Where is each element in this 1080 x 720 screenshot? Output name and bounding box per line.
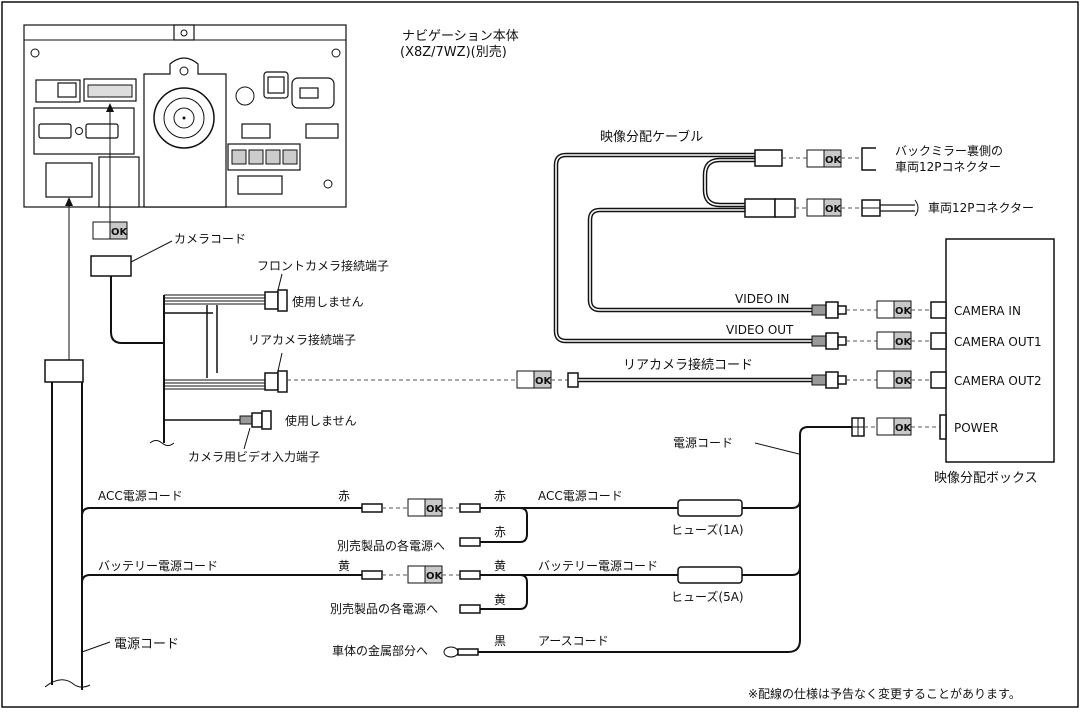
acc-branch-terminal-icon — [459, 537, 481, 547]
svg-text:OK: OK — [825, 155, 843, 166]
svg-text:OK: OK — [895, 337, 913, 348]
video-input-not-used-label: 使用しません — [285, 413, 357, 428]
ok-box-camera-out2: OK — [876, 370, 913, 389]
distribution-box-label: 映像分配ボックス — [934, 471, 1038, 486]
ok-box-mirror: OK — [806, 149, 843, 168]
ok-box-camera-out1: OK — [876, 331, 913, 350]
ok-box-power: OK — [876, 417, 913, 436]
vehicle-connector-label: 車両12Pコネクター — [928, 201, 1034, 215]
video-out-label: VIDEO OUT — [726, 323, 794, 337]
video-in-label: VIDEO IN — [735, 292, 789, 306]
battery-cord-right-label: バッテリー電源コード — [538, 559, 658, 573]
footnote: ※配線の仕様は予告なく変更することがあります。 — [748, 686, 1021, 701]
front-not-used-label: 使用しません — [292, 294, 364, 309]
power-harness-block — [44, 359, 84, 383]
ground-ring-terminal-icon — [443, 646, 479, 658]
svg-text:OK: OK — [895, 423, 913, 434]
camera-cord-label: カメラコード — [174, 232, 246, 246]
port-camera-out1: CAMERA OUT1 — [954, 335, 1042, 349]
ok-box-battery: OK — [407, 565, 444, 584]
port-camera-in: CAMERA IN — [954, 304, 1021, 318]
to-body-metal-label: 車体の金属部分へ — [332, 643, 428, 658]
front-camera-connector-icon — [264, 289, 288, 312]
fuse-5a-icon — [677, 566, 743, 584]
battery-cord-wire — [81, 574, 362, 584]
port-camera-out2: CAMERA OUT2 — [954, 374, 1042, 388]
camera-out1-port — [930, 332, 947, 350]
svg-text:OK: OK — [426, 504, 444, 515]
mirror-12p-connector-icon — [861, 147, 876, 171]
ok-box-vehicle: OK — [806, 198, 843, 217]
rca-plug-video-out-icon — [811, 332, 847, 350]
ok-box-rear-camera: OK — [516, 370, 553, 389]
acc-red-branch: 赤 — [494, 525, 506, 539]
battery-branch-terminal-icon — [459, 604, 481, 614]
rca-plug-video-in-icon — [811, 301, 847, 319]
nav-power-arrow-head — [65, 197, 73, 206]
fuse-1a-icon — [677, 499, 743, 517]
battery-to-other-products: 別売製品の各電源へ — [330, 601, 438, 616]
rear-camera-connector-icon — [264, 370, 288, 393]
acc-red-right: 赤 — [494, 489, 506, 503]
battery-yellow-right: 黄 — [494, 559, 506, 573]
box-power-cord-wire — [478, 426, 852, 653]
battery-yellow-left: 黄 — [338, 559, 350, 573]
nav-camera-arrow-head — [106, 103, 114, 112]
camera-cord-leader — [130, 240, 173, 263]
ok-box-camera-in: OK — [876, 300, 913, 319]
svg-text:OK: OK — [895, 306, 913, 317]
box-power-cord-label: 電源コード — [673, 436, 733, 450]
rca-plug-rear-camera-icon — [811, 371, 847, 389]
video-distribution-box — [945, 238, 1055, 463]
nav-unit-title-2: (X8Z/7WZ)(別売) — [400, 44, 507, 60]
battery-cord-left-label: バッテリー電源コード — [98, 559, 218, 573]
acc-female-terminal-icon — [361, 503, 383, 513]
svg-text:OK: OK — [895, 376, 913, 387]
ok-box-acc: OK — [407, 498, 444, 517]
fuse-5a-label: ヒューズ(5A) — [671, 589, 744, 604]
battery-yellow-branch: 黄 — [494, 593, 506, 607]
camera-harness — [149, 294, 265, 446]
acc-cord-left-label: ACC電源コード — [98, 489, 183, 503]
rear-camera-cord-plug-icon — [567, 372, 579, 388]
ok-box-camera-cord: OK — [92, 221, 129, 240]
ground-black-label: 黒 — [494, 634, 506, 648]
svg-text:OK: OK — [535, 376, 553, 387]
acc-to-other-products: 別売製品の各電源へ — [337, 538, 445, 553]
video-distribution-cable — [553, 152, 812, 344]
port-power: POWER — [954, 421, 998, 435]
camera-in-port — [930, 301, 947, 319]
video-cable-label: 映像分配ケーブル — [600, 129, 703, 145]
rear-camera-terminal-label: リアカメラ接続端子 — [248, 332, 356, 347]
video-input-terminal-label: カメラ用ビデオ入力端子 — [188, 449, 320, 464]
fuse-1a-label: ヒューズ(1A) — [671, 522, 744, 537]
vehicle-12p-connector-icon — [861, 199, 919, 217]
mirror-connector-label-1: バックミラー裏側の — [895, 143, 1003, 158]
acc-red-left: 赤 — [338, 489, 350, 503]
front-camera-terminal-label: フロントカメラ接続端子 — [257, 258, 389, 273]
mirror-connector-label-2: 車両12Pコネクター — [895, 160, 1001, 174]
acc-cord-right-label: ACC電源コード — [538, 489, 623, 503]
acc-cord-wire — [81, 507, 362, 517]
navigation-unit-rear-panel — [23, 24, 347, 208]
ground-cord-label: アースコード — [538, 634, 609, 648]
rear-camera-cord-label: リアカメラ接続コード — [623, 357, 753, 373]
svg-text:OK: OK — [111, 227, 129, 238]
battery-female-terminal-icon — [361, 570, 383, 580]
mirror-side-connector-icon — [754, 149, 783, 167]
main-power-cord-label: 電源コード — [114, 637, 179, 652]
camera-out2-port — [930, 371, 947, 389]
svg-text:OK: OK — [426, 571, 444, 582]
battery-male-terminal-icon — [459, 570, 481, 580]
svg-text:OK: OK — [825, 204, 843, 215]
camera-cord-block — [90, 255, 132, 277]
power-port — [939, 414, 947, 440]
vehicle-side-connector-icon — [744, 198, 776, 218]
nav-unit-title-1: ナビゲーション本体 — [402, 29, 519, 44]
camera-video-input-rca-icon — [239, 410, 272, 430]
camera-cord-wire — [110, 276, 164, 344]
acc-male-terminal-icon — [459, 503, 481, 513]
power-connector-icon — [851, 417, 865, 437]
